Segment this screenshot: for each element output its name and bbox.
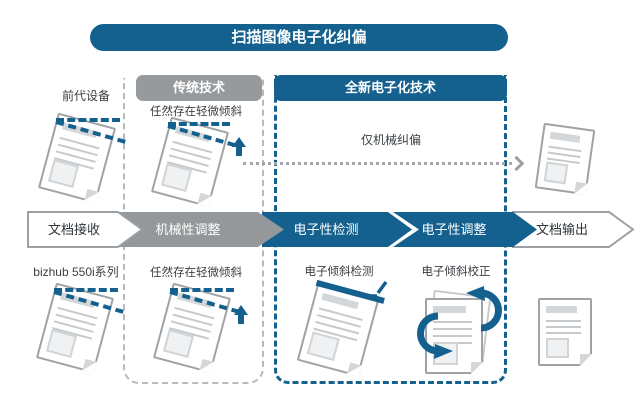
skew-ref-line [168, 122, 230, 126]
up-arrow-head [234, 305, 248, 315]
doc-line [546, 320, 581, 322]
doc-line [433, 335, 472, 337]
note-slight-skew-bottom: 任然存在轻微倾斜 [150, 267, 242, 279]
rotate-arc-left-arrowhead [434, 344, 453, 359]
doc-fold-corner [580, 354, 592, 366]
label-previous-device: 前代设备 [61, 89, 110, 103]
up-arrow-stem [238, 315, 244, 324]
title-banner: 扫描图像电子化纠偏 [90, 24, 508, 51]
note-slight-skew-top: 任然存在轻微倾斜 [150, 106, 242, 118]
doc-fold-corner [471, 362, 483, 374]
rotate-arc-right-arrowhead [466, 286, 485, 301]
up-arrow-icon [234, 305, 248, 324]
flow-step-adjust-label: 电子性调整 [421, 222, 487, 237]
up-arrow-icon [232, 137, 246, 156]
flow-step-receive-shape [27, 211, 144, 248]
skew-ref-line [56, 118, 120, 122]
label-electronic-skew-correct: 电子倾斜校正 [421, 266, 491, 278]
skew-ref-line [54, 288, 118, 292]
bypass-dotted-line [243, 162, 512, 165]
flow-step-detect-label: 电子性检测 [293, 222, 359, 237]
flow-step-mechanical-label: 机械性调整 [155, 222, 221, 237]
rotate-arc-left-icon [417, 312, 439, 355]
flow-step-mechanical-shape [112, 212, 284, 247]
doc-imagebox [546, 338, 569, 358]
doc-titlebar [433, 306, 467, 313]
doc-titlebar [546, 306, 577, 313]
doc-line [433, 328, 472, 330]
flow-step-adjust-shape [393, 212, 537, 247]
detect-flash-icon [361, 280, 388, 298]
label-electronic-skew-detect: 电子倾斜检测 [304, 266, 374, 278]
label-mechanical-only: 仅机械纠偏 [360, 133, 421, 147]
skew-ref-line [170, 288, 234, 292]
up-arrow-head [232, 137, 246, 147]
flow-step-output-label: 文档输出 [535, 222, 588, 237]
up-arrow-stem [236, 147, 242, 156]
rotate-arc-right-icon [480, 289, 502, 332]
output-document-icon-electronic [538, 298, 592, 366]
flow-step-detect-shape [262, 212, 412, 247]
flow-band [27, 211, 635, 248]
doc-line [546, 332, 581, 334]
doc-line [546, 326, 581, 328]
label-bizhub-series: bizhub 550i系列 [33, 265, 119, 279]
flow-step-receive-label: 文档接收 [47, 222, 100, 237]
doc-line [433, 321, 472, 323]
traditional-header: 传统技术 [136, 75, 262, 101]
electronic-header: 全新电子化技术 [274, 75, 507, 101]
